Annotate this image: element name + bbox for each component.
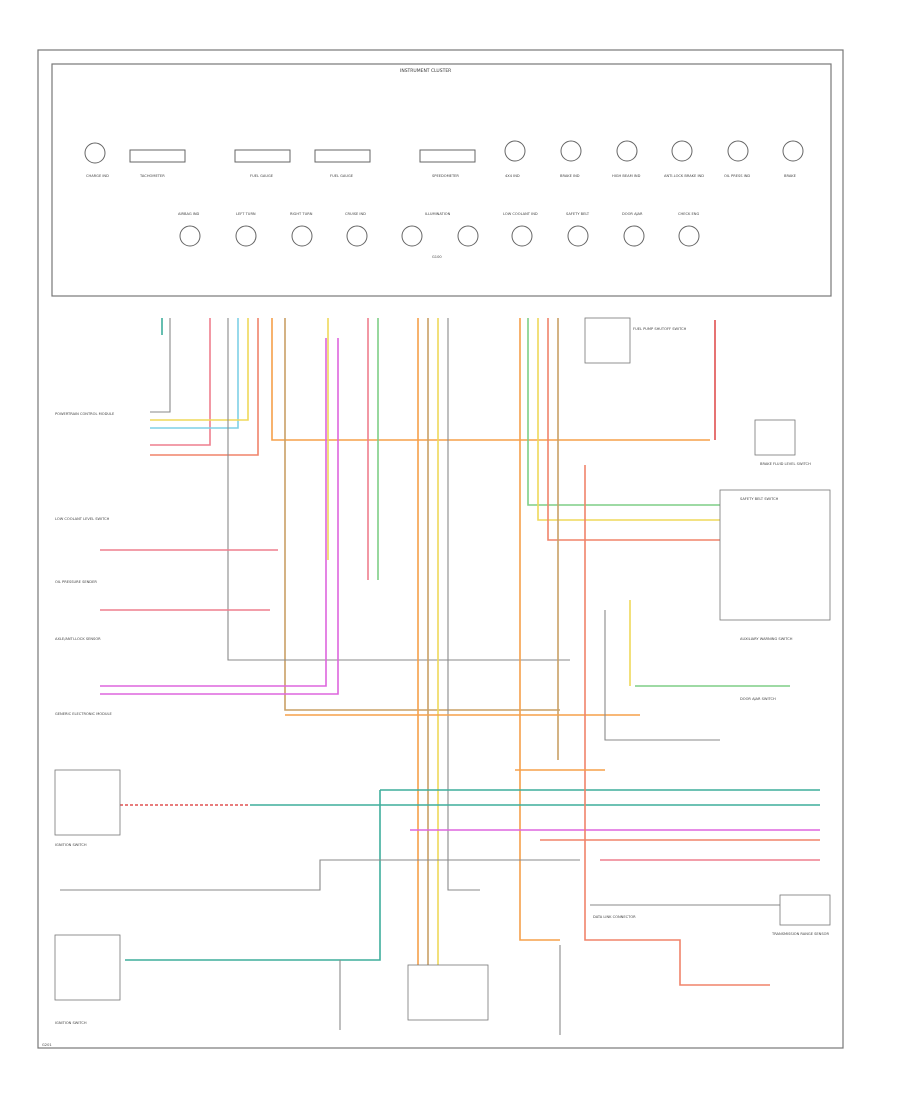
- tachometer-gauge: [129, 149, 186, 163]
- indicator-lamp: [671, 140, 693, 162]
- fuel-gauge-1: [234, 149, 291, 163]
- gauge-label: TACHOMETER: [139, 174, 165, 178]
- wire-gray-2: [227, 318, 570, 661]
- indicator-label: AIRBAG IND: [178, 212, 200, 216]
- indicator-label: ILLUMINATION: [425, 212, 451, 216]
- component-label: TRANSMISSION RANGE SENSOR: [771, 932, 829, 936]
- indicator-lamp: [291, 225, 313, 247]
- wire-gray-3: [447, 318, 480, 891]
- indicator-lamp: [678, 225, 700, 247]
- gauge-label: SPEEDOMETER: [432, 174, 459, 178]
- wire-yellow-4: [537, 318, 720, 521]
- component-label: DOOR AJAR SWITCH: [740, 697, 776, 701]
- wire-salmon: [150, 318, 259, 456]
- indicator-label: SAFETY BELT: [566, 212, 590, 216]
- indicator-lamp: [511, 225, 533, 247]
- component-label: AXLE/ANTI-LOCK SENSOR: [55, 637, 101, 641]
- indicator-label: CRUISE IND: [345, 212, 366, 216]
- indicator-lamp: [567, 225, 589, 247]
- wire-pink: [150, 318, 211, 446]
- cluster-gauges: [84, 140, 804, 247]
- cluster-top-labels: CHARGE IND TACHOMETER FUEL GAUGE FUEL GA…: [86, 174, 797, 178]
- gauge-label: BRAKE: [784, 174, 797, 178]
- module-box: [719, 489, 831, 621]
- gauge-label: HIGH BEAM IND: [612, 174, 641, 178]
- components: [54, 317, 831, 1021]
- cluster-title: INSTRUMENT CLUSTER: [400, 68, 451, 74]
- component-label: AUXILIARY WARNING SWITCH: [740, 637, 793, 641]
- wire-light-blue: [150, 318, 239, 429]
- indicator-lamp: [782, 140, 804, 162]
- component-label: DATA LINK CONNECTOR: [593, 915, 636, 919]
- component-label: GENERIC ELECTRONIC MODULE: [55, 712, 113, 716]
- gauge-label: CHARGE IND: [86, 174, 109, 178]
- cluster-box: [51, 63, 832, 297]
- wire-green-2: [527, 318, 720, 506]
- indicator-label: CHECK ENG: [678, 212, 699, 216]
- indicator-lamp: [727, 140, 749, 162]
- right-labels: FUEL PUMP SHUTOFF SWITCH BRAKE FLUID LEV…: [593, 327, 829, 936]
- gauge-label: FUEL GAUGE: [330, 174, 354, 178]
- fuel-gauge-2: [314, 149, 371, 163]
- wire-orange-bus: [271, 318, 710, 441]
- gauge-label: BRAKE IND: [560, 174, 580, 178]
- charge-indicator-lamp: [84, 142, 106, 164]
- component-label: IGNITION SWITCH: [55, 1021, 87, 1025]
- wire-magenta-2: [100, 338, 339, 695]
- left-labels: POWERTRAIN CONTROL MODULE LOW COOLANT LE…: [55, 412, 115, 1025]
- gauge-label: FUEL GAUGE: [250, 174, 274, 178]
- wire-teal-3: [125, 790, 381, 961]
- indicator-lamp: [504, 140, 526, 162]
- indicator-lamp: [179, 225, 201, 247]
- component-label: LOW COOLANT LEVEL SWITCH: [55, 517, 110, 521]
- component-label: OIL PRESSURE SENDER: [55, 580, 97, 584]
- illumination-lamp: [401, 225, 423, 247]
- indicator-lamp: [235, 225, 257, 247]
- indicator-label: LEFT TURN: [236, 212, 256, 216]
- speedometer-gauge: [419, 149, 476, 163]
- component-label: FUEL PUMP SHUTOFF SWITCH: [633, 327, 687, 331]
- cluster-bottom-labels: AIRBAG IND LEFT TURN RIGHT TURN CRUISE I…: [178, 212, 699, 259]
- wire-salmon-4: [584, 465, 770, 986]
- connector-box: [407, 964, 489, 1021]
- sensor-box: [779, 894, 831, 926]
- illumination-lamp: [457, 225, 479, 247]
- wire-yellow: [150, 318, 249, 421]
- wire-magenta: [100, 338, 327, 687]
- gauge-label: ANTI-LOCK BRAKE IND: [664, 174, 704, 178]
- wire-gray-6: [60, 859, 580, 891]
- outer-frame: [37, 49, 844, 1049]
- ignition-switch-box: [54, 769, 121, 836]
- wire-salmon-2: [547, 318, 720, 541]
- ground-label: G100: [432, 255, 442, 259]
- indicator-label: RIGHT TURN: [290, 212, 313, 216]
- wire-harness: [60, 318, 820, 1035]
- component-label: SAFETY BELT SWITCH: [740, 497, 779, 501]
- footer-code: G201: [42, 1043, 52, 1047]
- ignition-switch-box: [54, 934, 121, 1001]
- wire-orange-3: [519, 318, 560, 941]
- gauge-label: OIL PRESS IND: [724, 174, 750, 178]
- indicator-label: DOOR AJAR: [622, 212, 643, 216]
- wire-gray: [150, 318, 171, 413]
- component-label: BRAKE FLUID LEVEL SWITCH: [760, 462, 811, 466]
- wire-tan: [284, 318, 560, 711]
- wire-gray-4: [604, 610, 720, 741]
- fuel-pump-switch: [584, 317, 631, 364]
- component-label: IGNITION SWITCH: [55, 843, 87, 847]
- indicator-lamp: [623, 225, 645, 247]
- indicator-lamp: [616, 140, 638, 162]
- relay-box: [754, 419, 796, 456]
- indicator-label: LOW COOLANT IND: [503, 212, 538, 216]
- gauge-label: 4X4 IND: [505, 174, 520, 178]
- indicator-lamp: [560, 140, 582, 162]
- component-label: POWERTRAIN CONTROL MODULE: [55, 412, 115, 416]
- indicator-lamp: [346, 225, 368, 247]
